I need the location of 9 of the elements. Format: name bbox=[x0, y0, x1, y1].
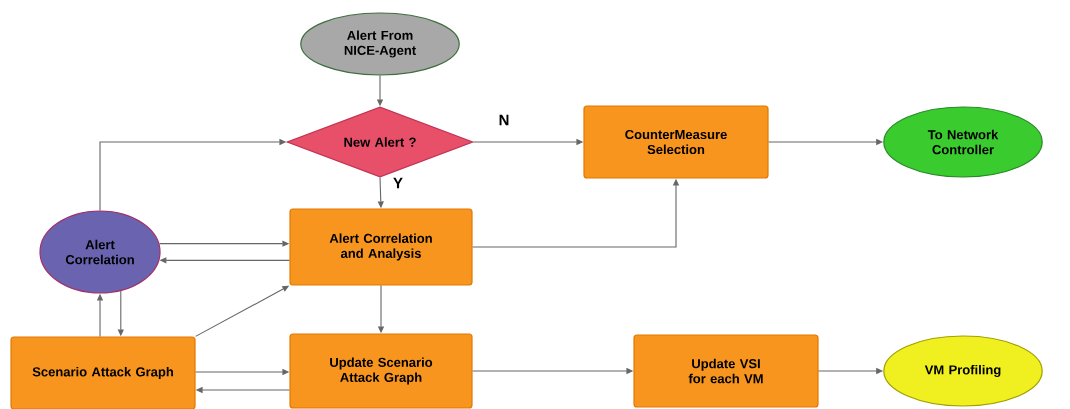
circle-node: Alert Correlation bbox=[39, 210, 161, 294]
process-box: Update VSI for each VM bbox=[633, 334, 819, 408]
ellipse-node: Alert From NICE-Agent bbox=[300, 12, 460, 76]
process-box: Alert Correlation and Analysis bbox=[289, 208, 473, 286]
process-box: Update Scenario Attack Graph bbox=[289, 333, 473, 409]
process-box: Scenario Attack Graph bbox=[10, 336, 196, 409]
edge-label: Y bbox=[392, 176, 404, 190]
process-box: CounterMeasure Selection bbox=[583, 105, 769, 179]
edge-label: N bbox=[497, 113, 511, 127]
